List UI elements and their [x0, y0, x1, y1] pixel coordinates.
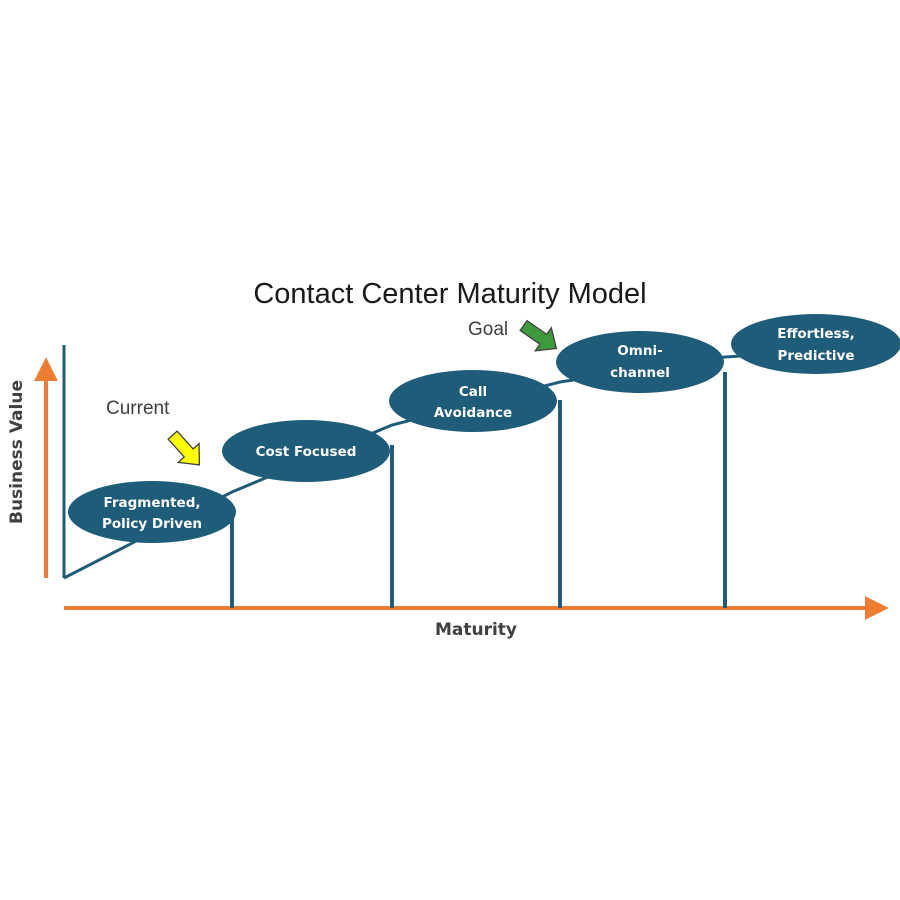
- stage-label-line: Omni-: [617, 343, 662, 359]
- stage-label-line: Policy Driven: [102, 516, 202, 532]
- stage-effortless-predictive: Effortless, Predictive: [731, 314, 900, 374]
- stage-ellipse: [389, 370, 557, 432]
- stage-omni-channel: Omni- channel: [556, 331, 724, 393]
- stage-label-line: Effortless,: [777, 326, 855, 342]
- stage-label-line: Avoidance: [434, 405, 512, 421]
- stage-label-line: Cost Focused: [256, 444, 357, 460]
- stage-label-line: Call: [459, 384, 487, 400]
- y-axis-label: Business Value: [7, 380, 27, 524]
- current-arrow-icon: [167, 430, 201, 466]
- current-label: Current: [106, 398, 170, 419]
- x-axis-label: Maturity: [435, 620, 517, 640]
- stage-ellipse: [556, 331, 724, 393]
- stage-fragmented: Fragmented, Policy Driven: [68, 481, 236, 543]
- maturity-stages: Fragmented, Policy Driven Cost Focused C…: [68, 314, 900, 543]
- diagram-title: Contact Center Maturity Model: [253, 278, 646, 310]
- stage-cost-focused: Cost Focused: [222, 420, 390, 482]
- stage-ellipse: [731, 314, 900, 374]
- stage-label-line: Predictive: [777, 348, 854, 364]
- stage-call-avoidance: Call Avoidance: [389, 370, 557, 432]
- goal-arrow-icon: [519, 319, 558, 352]
- goal-label: Goal: [468, 319, 508, 340]
- axes: Maturity Business Value: [7, 357, 889, 640]
- current-marker: Current: [106, 398, 201, 466]
- goal-marker: Goal: [468, 319, 558, 352]
- stage-label-line: Fragmented,: [103, 495, 200, 511]
- stage-ellipse: [68, 481, 236, 543]
- stage-label-line: channel: [610, 365, 670, 381]
- stage-ellipse: [222, 420, 390, 482]
